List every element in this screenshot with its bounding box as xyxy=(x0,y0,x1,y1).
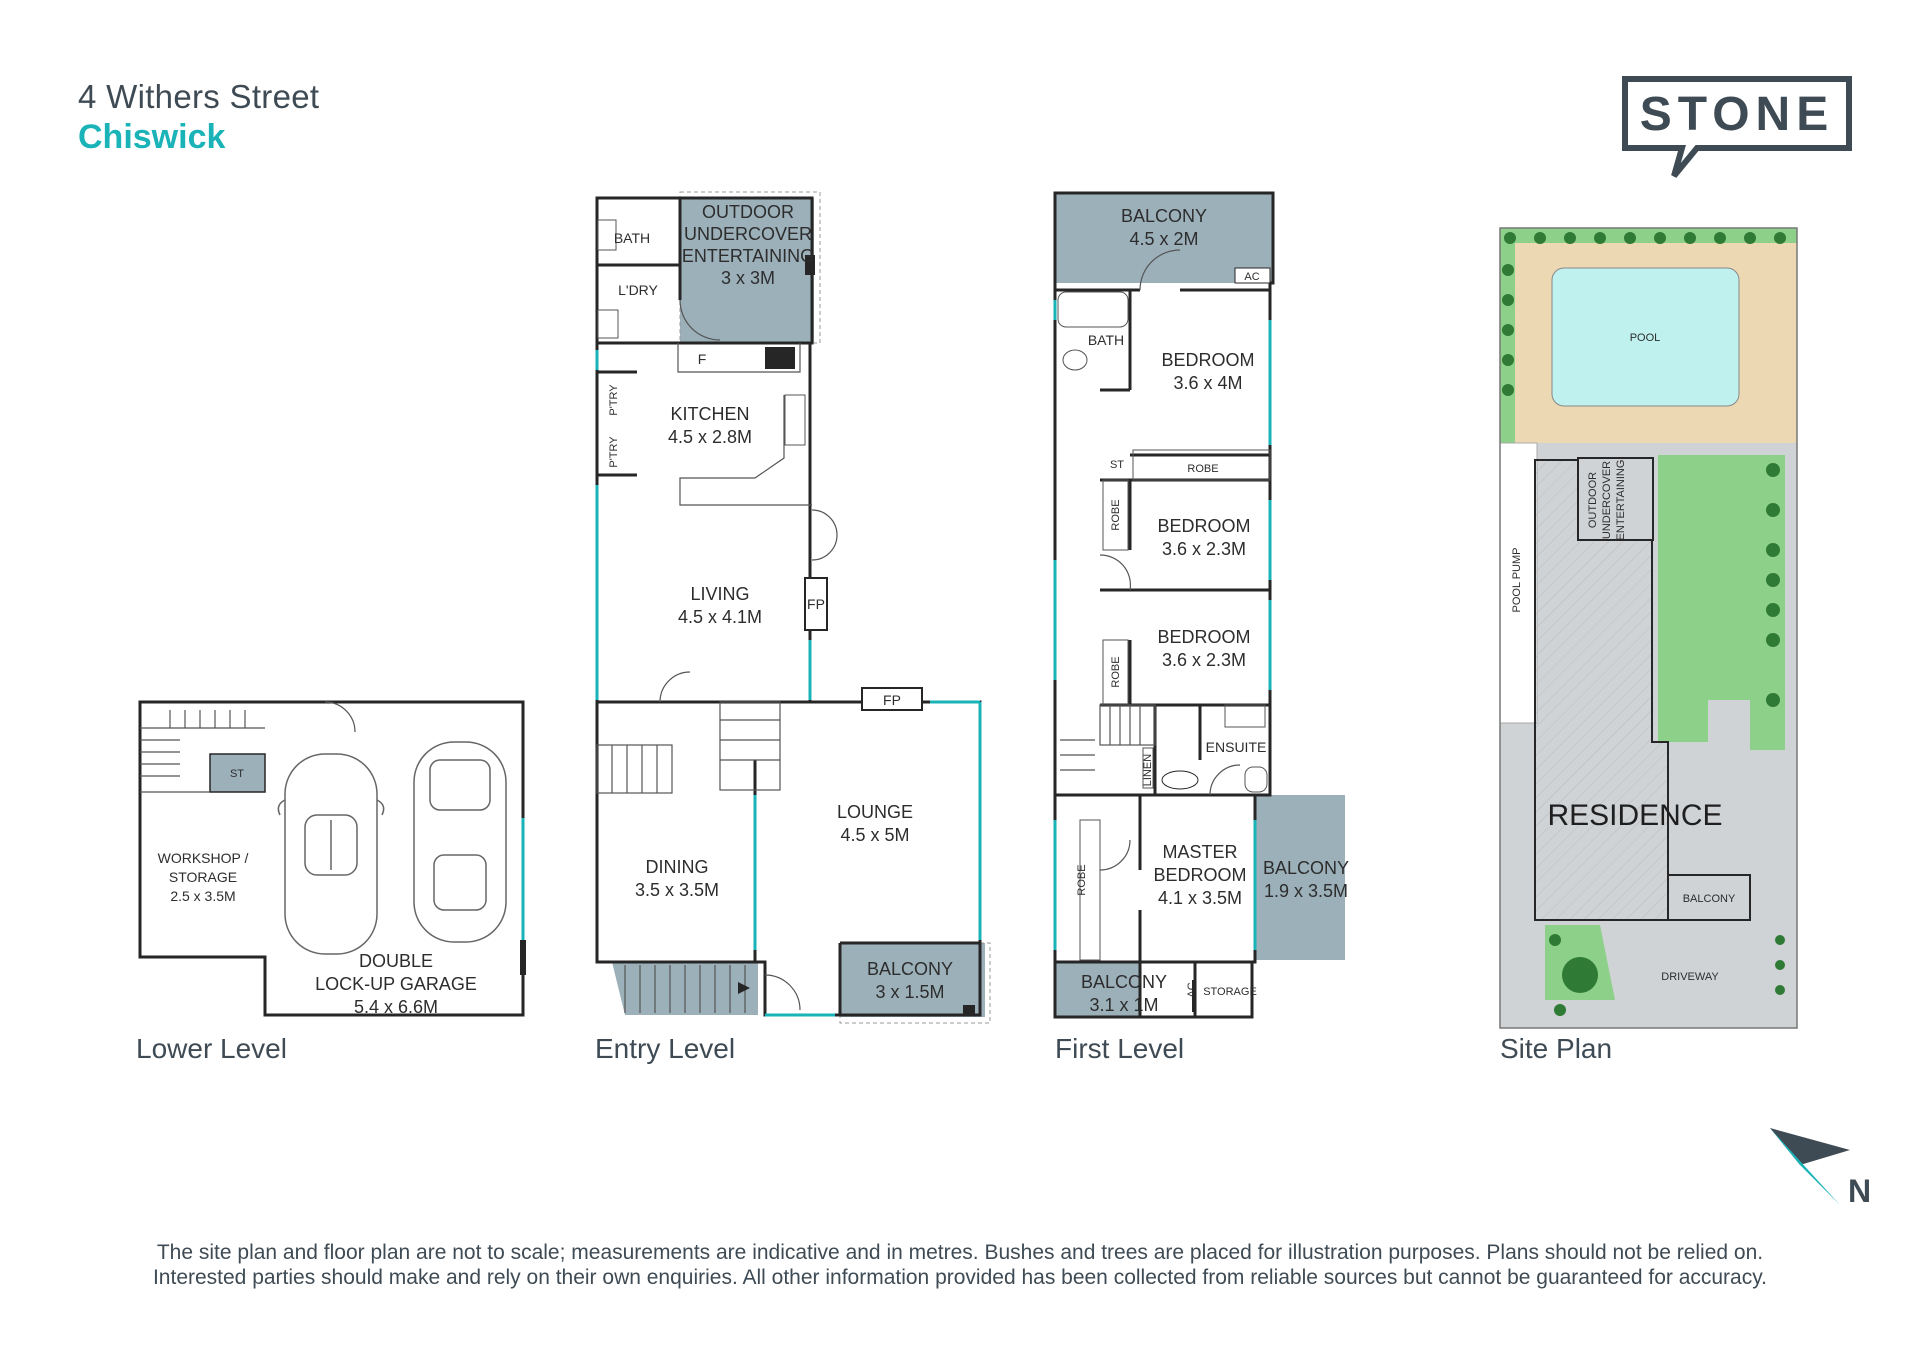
pool-pump-label: POOL PUMP xyxy=(1511,548,1523,613)
site-outdoor-label-2: UNDERCOVER xyxy=(1601,461,1613,539)
bedroom2-label: BEDROOM xyxy=(1157,516,1250,536)
stone-logo: STONE xyxy=(1622,76,1852,178)
master-label-2: BEDROOM xyxy=(1153,865,1246,885)
workshop-label-2: STORAGE xyxy=(169,869,237,885)
bedroom3-robe-label: ROBE xyxy=(1110,656,1122,687)
hedge-shrubs xyxy=(1502,232,1786,1016)
pool-label: POOL xyxy=(1630,332,1661,344)
entry-level-plan: BATH L'DRY OUTDOOR UNDERCOVER ENTERTAINI… xyxy=(595,191,991,1064)
kitchen-dims: 4.5 x 2.8M xyxy=(668,427,752,447)
bedroom3-dims: 3.6 x 2.3M xyxy=(1162,650,1246,670)
first-balcony-bottom-label: BALCONY xyxy=(1081,972,1167,992)
entry-balcony-label: BALCONY xyxy=(867,959,953,979)
garage-dims: 5.4 x 6.6M xyxy=(354,997,438,1017)
linen-label: LINEN xyxy=(1142,754,1154,786)
master-label-1: MASTER xyxy=(1162,842,1237,862)
driveway-label: DRIVEWAY xyxy=(1661,971,1719,983)
workshop-dims: 2.5 x 3.5M xyxy=(170,888,235,904)
disclaimer: The site plan and floor plan are not to … xyxy=(60,1240,1860,1290)
first-balcony-side-dims: 1.9 x 3.5M xyxy=(1264,881,1348,901)
site-balcony-label: BALCONY xyxy=(1683,893,1736,905)
first-balcony-top-dims: 4.5 x 2M xyxy=(1129,229,1198,249)
site-outdoor-label-3: ENTERTAINING xyxy=(1615,460,1627,541)
bedroom3-label: BEDROOM xyxy=(1157,627,1250,647)
entry-level-title: Entry Level xyxy=(595,1033,735,1064)
entry-bath-label: BATH xyxy=(614,230,650,246)
site-plan: POOL POOL PUMP OUTDOOR UNDERCOVER ENTERT… xyxy=(1499,227,1798,1064)
residence-label: RESIDENCE xyxy=(1547,799,1722,832)
bedroom1-label: BEDROOM xyxy=(1161,350,1254,370)
lower-st-label: ST xyxy=(230,768,244,780)
bedroom2-robe-label: ROBE xyxy=(1110,499,1122,530)
first-level-plan: BALCONY 4.5 x 2M AC BATH BEDROOM 3.6 x 4… xyxy=(1053,191,1349,1064)
living-dims: 4.5 x 4.1M xyxy=(678,607,762,627)
brand-text: STONE xyxy=(1640,88,1834,141)
property-suburb: Chiswick xyxy=(78,118,226,156)
workshop-label-1: WORKSHOP / xyxy=(158,850,249,866)
lounge-fp-label: FP xyxy=(883,692,901,708)
bedroom1-robe-label: ROBE xyxy=(1187,463,1218,475)
property-address: 4 Withers Street xyxy=(78,78,320,115)
bedroom2-dims: 3.6 x 2.3M xyxy=(1162,539,1246,559)
master-dims: 4.1 x 3.5M xyxy=(1158,888,1242,908)
dining-label: DINING xyxy=(646,857,709,877)
bedroom1-dims: 3.6 x 4M xyxy=(1173,373,1242,393)
kitchen-label: KITCHEN xyxy=(670,404,749,424)
car-coupe-icon xyxy=(413,741,507,943)
first-level-title: First Level xyxy=(1055,1033,1184,1064)
outdoor-ent-dims: 3 x 3M xyxy=(721,268,775,288)
lower-level-title: Lower Level xyxy=(136,1033,287,1064)
ldry-label: L'DRY xyxy=(618,282,658,298)
living-fp-label: FP xyxy=(807,596,825,612)
entry-balcony-dims: 3 x 1.5M xyxy=(875,982,944,1002)
first-balcony-side-label: BALCONY xyxy=(1263,858,1349,878)
car-convertible-icon xyxy=(277,753,385,955)
lower-level-plan: ST WORKSHOP / STORAGE 2.5 x 3.5M xyxy=(136,700,526,1064)
first-ac-label: AC xyxy=(1244,271,1259,283)
fridge-label: F xyxy=(698,351,707,367)
lounge-label: LOUNGE xyxy=(837,802,913,822)
first-bath-label: BATH xyxy=(1088,332,1124,348)
garage-label-1: DOUBLE xyxy=(359,951,433,971)
garage-label-2: LOCK-UP GARAGE xyxy=(315,974,477,994)
north-compass-icon: N xyxy=(1770,1128,1871,1209)
outdoor-ent-label-1: OUTDOOR xyxy=(702,202,794,222)
outdoor-ent-label-3: ENTERTAINING xyxy=(682,246,814,266)
site-plan-title: Site Plan xyxy=(1500,1033,1612,1064)
pantry-label-1: P'TRY xyxy=(608,384,620,416)
site-outdoor-label-1: OUTDOOR xyxy=(1587,472,1599,528)
first-st-label: ST xyxy=(1110,459,1124,471)
storage-label: STORAGE xyxy=(1203,986,1257,998)
outdoor-ent-label-2: UNDERCOVER xyxy=(684,224,812,244)
compass-n-label: N xyxy=(1848,1173,1871,1209)
first-balcony-top-label: BALCONY xyxy=(1121,206,1207,226)
dining-dims: 3.5 x 3.5M xyxy=(635,880,719,900)
disclaimer-line-2: Interested parties should make and rely … xyxy=(152,1266,1768,1289)
disclaimer-line-1: The site plan and floor plan are not to … xyxy=(156,1241,1764,1264)
living-label: LIVING xyxy=(690,584,749,604)
first-balcony-bottom-dims: 3.1 x 1M xyxy=(1089,995,1158,1015)
pantry-label-2: P'TRY xyxy=(608,436,620,468)
ensuite-label: ENSUITE xyxy=(1206,739,1267,755)
master-robe-label: ROBE xyxy=(1076,864,1088,895)
first-ac-bottom-label: AC xyxy=(1186,982,1198,997)
lounge-dims: 4.5 x 5M xyxy=(840,825,909,845)
